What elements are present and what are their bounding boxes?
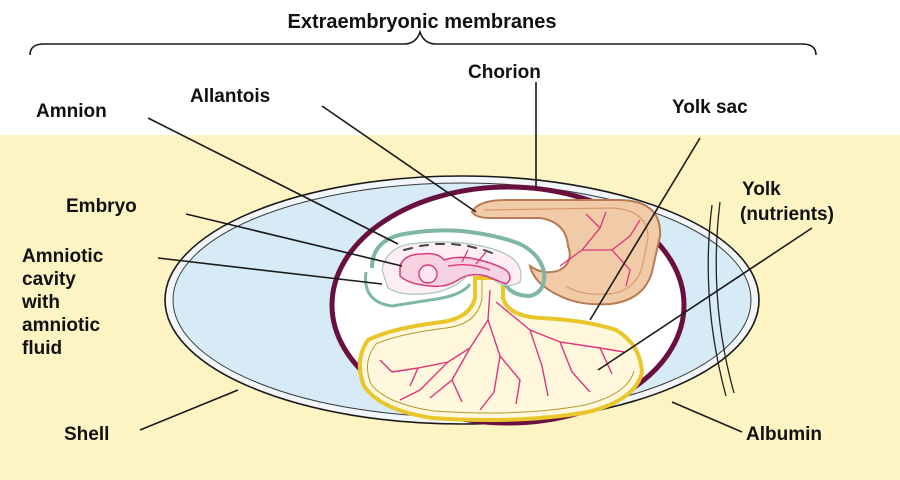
embryo-head (419, 265, 437, 283)
label-cavity-line3: with (21, 292, 60, 313)
label-amnion: Amnion (36, 101, 107, 122)
label-albumin: Albumin (746, 424, 822, 445)
label-cavity-line4: amniotic (22, 315, 101, 336)
label-embryo: Embryo (66, 196, 137, 217)
label-shell: Shell (64, 424, 109, 445)
label-cavity-line1: Amniotic (22, 246, 104, 267)
label-chorion: Chorion (468, 62, 541, 83)
label-cavity-line2: cavity (22, 269, 76, 290)
label-yolk-line1: Yolk (742, 179, 781, 200)
extraembryonic-brace (30, 32, 816, 55)
diagram-title: Extraembryonic membranes (287, 11, 556, 33)
label-yolk-line2: (nutrients) (740, 204, 834, 225)
label-yolk-sac: Yolk sac (672, 97, 748, 118)
label-cavity-line5: fluid (22, 338, 62, 359)
label-allantois: Allantois (190, 86, 270, 107)
